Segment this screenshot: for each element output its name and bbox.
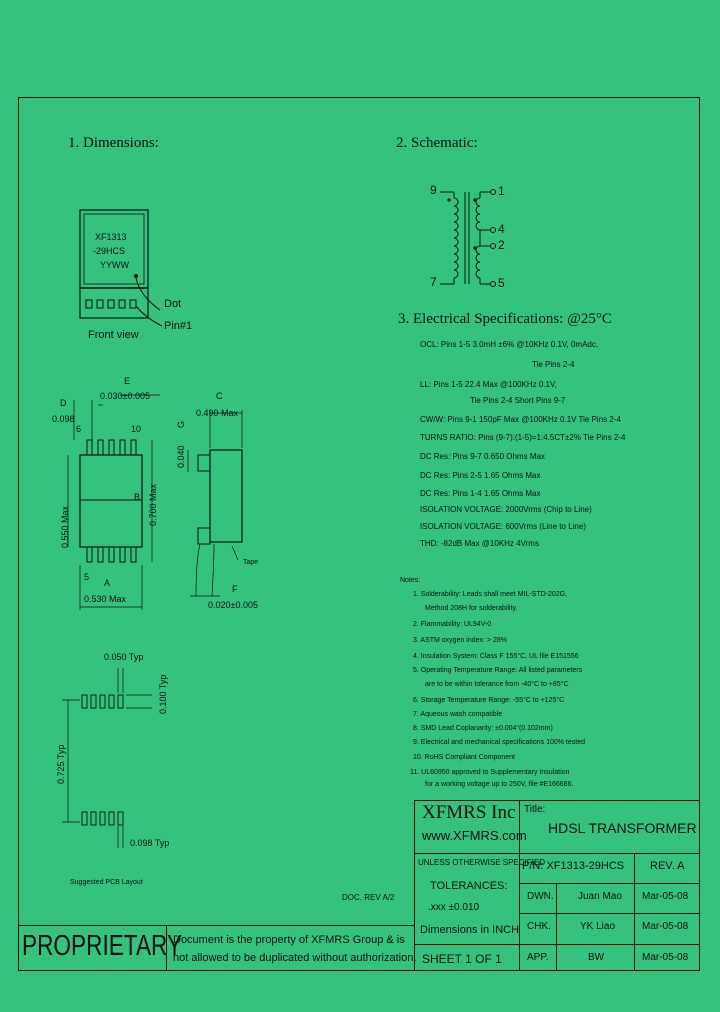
pin-10-label: 10 xyxy=(131,424,142,434)
spec-line-6: TURNS RATIO: Pins (9-7):(1-5)=1:4.5CT±2%… xyxy=(420,433,626,442)
app-name: BW xyxy=(588,952,605,963)
note-1a: 1. Solderability: Leads shall meet MIL-S… xyxy=(413,591,568,598)
front-view-label: Front view xyxy=(88,329,139,341)
note-5a: 5. Operating Temperature Range: All list… xyxy=(413,667,583,674)
note-5b: are to be within tolerance from -40°C to… xyxy=(425,681,569,688)
dwn-label: DWN. xyxy=(527,891,554,902)
notes-title: Notes: xyxy=(400,577,421,584)
dimensions-unit: Dimensions in INCH xyxy=(420,924,520,936)
note-8: 8. SMD Lead Coplanarity: ±0.004"(0.102mm… xyxy=(413,725,553,732)
proprietary-line-1: Document is the property of XFMRS Group … xyxy=(173,934,405,946)
dim-c-label: C xyxy=(216,391,223,401)
dwn-name: Juan Mao xyxy=(578,891,622,902)
dim-a-label: A xyxy=(104,578,111,588)
note-6: 6. Storage Temperature Range: -55°C to +… xyxy=(413,697,565,704)
spec-line-12: THD: -82dB Max @10KHz 4Vrms xyxy=(420,539,539,548)
pin-6-label: 6 xyxy=(76,424,82,434)
chk-label: CHK. xyxy=(527,921,551,932)
drawing-frame xyxy=(18,97,700,971)
dim-e-value: 0.030±0.005 xyxy=(100,391,150,401)
chk-date: Mar-05-08 xyxy=(642,921,689,932)
part-number: P/N: XF1313-29HCS xyxy=(522,860,625,872)
pin1-label: Pin#1 xyxy=(164,320,193,332)
note-4: 4. Insulation System: Class F 155°C, UL … xyxy=(413,653,579,660)
pin-b-label: B xyxy=(134,492,141,502)
schematic-pin-9: 9 xyxy=(430,183,437,197)
spec-line-2: Tie Pins 2-4 xyxy=(532,360,575,369)
spec-line-1: OCL: Pins 1-5 3.0mH ±6% @10KHz 0.1V, 0mA… xyxy=(420,340,599,349)
spec-line-4: Tie Pins 2-4 Short Pins 9-7 xyxy=(470,396,566,405)
spec-line-8: DC Res: Pins 2-5 1.65 Ohms Max xyxy=(420,471,541,480)
dim-f-label: F xyxy=(232,584,238,594)
company-name: XFMRS Inc xyxy=(422,802,516,823)
dimensions-title: 1. Dimensions: xyxy=(68,135,159,151)
app-label: APP. xyxy=(527,952,549,963)
proprietary-line-2: not allowed to be duplicated without aut… xyxy=(173,952,417,964)
dim-a-value: 0.530 Max xyxy=(84,594,127,604)
marking-line-3: YYWW xyxy=(100,260,129,270)
schematic-title: 2. Schematic: xyxy=(396,135,478,151)
note-10: 10. RoHS Compliant Component xyxy=(413,754,515,761)
note-1b: Method 208H for solderability. xyxy=(425,605,518,612)
schematic-pin-1: 1 xyxy=(498,184,505,198)
app-date: Mar-05-08 xyxy=(642,952,689,963)
schematic-pin-5: 5 xyxy=(498,276,505,290)
dim-c-value: 0.490 Max xyxy=(196,408,239,418)
note-11a: 11. UL60950 approved to Supplementary In… xyxy=(410,769,570,776)
note-9: 9. Electrical and mechanical specificati… xyxy=(413,739,585,746)
spec-line-7: DC Res: Pins 9-7 0.650 Ohms Max xyxy=(420,452,545,461)
company-website: www.XFMRS.com xyxy=(422,828,527,843)
dwn-date: Mar-05-08 xyxy=(642,891,689,902)
spec-line-10: ISOLATION VOLTAGE: 2000Vrms (Chip to Lin… xyxy=(420,505,592,514)
spec-line-11: ISOLATION VOLTAGE: 600Vrms (Line to Line… xyxy=(420,522,586,531)
note-11b: for a working voltage up to 250V, file #… xyxy=(425,781,574,788)
spec-line-5: CW/W: Pins 9-1 150pF Max @100KHz 0.1V Ti… xyxy=(420,415,621,424)
tape-label: Tape xyxy=(243,559,259,566)
pin-5-label: 5 xyxy=(84,572,90,582)
note-3: 3. ASTM oxygen index: > 28% xyxy=(413,637,507,644)
chk-name: YK Liao xyxy=(580,921,616,932)
note-7: 7. Aqueous wash compatible xyxy=(413,711,503,718)
note-2: 2. Flammability: UL94V-0 xyxy=(413,621,492,628)
sheet-number: SHEET 1 OF 1 xyxy=(422,952,502,966)
electrical-title: 3. Electrical Specifications: @25°C xyxy=(398,311,612,327)
doc-revision: DOC. REV A/2 xyxy=(342,893,395,902)
marking-line-2: -29HCS xyxy=(93,246,126,256)
drawing-title: HDSL TRANSFORMER xyxy=(548,820,697,836)
pcb-caption: Suggested PCB Layout xyxy=(70,879,143,886)
schematic-pin-7: 7 xyxy=(430,275,437,289)
proprietary-label: PROPRIETARY xyxy=(22,930,183,962)
dim-d-value: 0.098 xyxy=(52,414,75,424)
spec-line-9: DC Res: Pins 1-4 1.65 Ohms Max xyxy=(420,489,541,498)
marking-line-1: XF1313 xyxy=(95,232,127,242)
dim-e-label: E xyxy=(124,376,131,386)
schematic-pin-4: 4 xyxy=(498,222,505,236)
tolerance-value: .xxx ±0.010 xyxy=(428,902,480,913)
dot-label: Dot xyxy=(164,298,182,310)
schematic-pin-2: 2 xyxy=(498,238,505,252)
revision: REV. A xyxy=(650,860,685,872)
title-label: Title: xyxy=(524,804,546,815)
dim-d-label: D xyxy=(60,398,67,408)
tolerances-label: TOLERANCES: xyxy=(430,880,508,892)
unless-specified: UNLESS OTHERWISE SPECIFIED xyxy=(418,858,545,867)
pcb-pad-width-label: 0.098 Typ xyxy=(130,838,170,848)
spec-line-3: LL: Pins 1-5 22.4 Max @100KHz 0.1V, xyxy=(420,380,557,389)
pcb-pitch-label: 0.050 Typ xyxy=(104,652,144,662)
dim-f-value: 0.020±0.005 xyxy=(208,600,258,610)
